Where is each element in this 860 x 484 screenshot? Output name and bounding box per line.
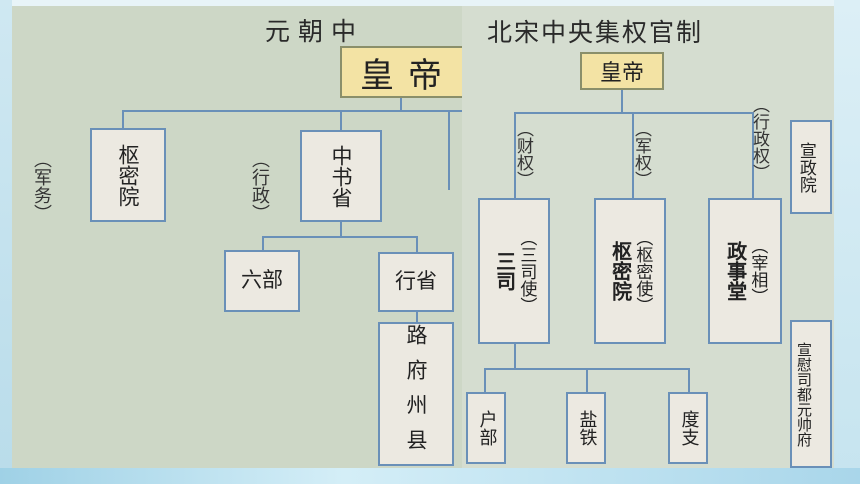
song-privy-council-head: （枢密使）: [632, 228, 653, 314]
yuan-line-emperor: [400, 98, 402, 110]
song-finance-note: （财权）: [513, 120, 533, 188]
song-military-note: （军权）: [631, 120, 651, 188]
song-line-branch-3: [752, 112, 754, 198]
yuan-right-bottom-box: 宣慰司都元帅府: [790, 320, 832, 468]
song-emperor-label: 皇帝: [599, 61, 644, 86]
yuan-admin-note: （行政）: [249, 150, 270, 222]
yuan-military-note: （军务）: [31, 150, 52, 222]
yuan-local-box: 路府州县: [378, 322, 454, 466]
song-chancellery-box: 政事堂 （宰相）: [708, 198, 782, 344]
yuan-six-ministries-box: 六部: [224, 250, 300, 312]
yuan-privy-council-label: 枢密院: [116, 143, 141, 207]
yuan-line-to-provinces: [416, 236, 418, 254]
yuan-privy-council-box: 枢密院: [90, 128, 166, 222]
song-admin-note: （行政权）: [749, 96, 769, 181]
yuan-emperor-label: 皇帝: [360, 55, 456, 96]
song-privy-council-label: 枢密院: [608, 241, 633, 301]
yuan-line-to-secretariat: [340, 110, 342, 132]
song-chancellery-label: 政事堂: [723, 241, 748, 301]
song-chancellery-head: （宰相）: [747, 237, 768, 305]
song-title: 北宋中央集权官制: [487, 18, 704, 47]
song-three-offices-box: 三司 （三司使）: [478, 198, 550, 344]
yuan-line-mid-bus: [262, 236, 418, 238]
yuan-line-to-local: [416, 312, 418, 324]
song-line-top-bus: [514, 112, 754, 114]
yuan-right-top-box: 宣政院: [790, 120, 832, 214]
yuan-line-top-bus: [122, 110, 462, 112]
song-three-offices-head: （三司使）: [516, 228, 537, 314]
frame-left-strip: [0, 0, 12, 484]
yuan-line-to-ministries: [262, 236, 264, 252]
yuan-right-top-label: 宣政院: [795, 141, 816, 193]
yuan-provinces-label: 行省: [395, 269, 437, 294]
song-sub-office-1-label: 户部: [476, 410, 498, 446]
song-sub-office-1-box: 户部: [466, 392, 506, 464]
frame-right-strip: [834, 0, 860, 484]
song-line-to-sub-2: [586, 368, 588, 394]
song-line-to-sub-1: [484, 368, 486, 394]
yuan-right-bottom-label: 宣慰司都元帅府: [795, 341, 813, 447]
song-sub-office-2-box: 盐铁: [566, 392, 606, 464]
song-three-offices-label: 三司: [492, 251, 517, 291]
yuan-provinces-box: 行省: [378, 252, 454, 312]
yuan-secretariat-label: 中书省: [329, 144, 354, 208]
yuan-line-right: [448, 110, 450, 190]
song-sub-office-3-label: 度支: [678, 410, 700, 446]
frame-bottom-strip: [0, 468, 860, 484]
song-line-branch-1: [514, 112, 516, 198]
yuan-local-label: 路府州县: [404, 324, 429, 464]
song-sub-office-2-label: 盐铁: [576, 410, 598, 446]
yuan-secretariat-box: 中书省: [300, 130, 382, 222]
song-line-to-sub-3: [688, 368, 690, 394]
yuan-emperor-box: 皇帝: [340, 46, 464, 98]
yuan-six-ministries-label: 六部: [241, 268, 283, 293]
song-emperor-box: 皇帝: [580, 52, 664, 90]
song-privy-council-box: 枢密院 （枢密使）: [594, 198, 666, 344]
song-line-branch-2: [632, 112, 634, 198]
yuan-title: 元朝中: [265, 17, 365, 46]
yuan-line-secretariat-down: [340, 222, 342, 236]
yuan-line-to-privy: [122, 110, 124, 130]
song-line-three-offices-down: [514, 344, 516, 368]
song-sub-office-3-box: 度支: [668, 392, 708, 464]
song-line-emperor: [621, 90, 623, 112]
